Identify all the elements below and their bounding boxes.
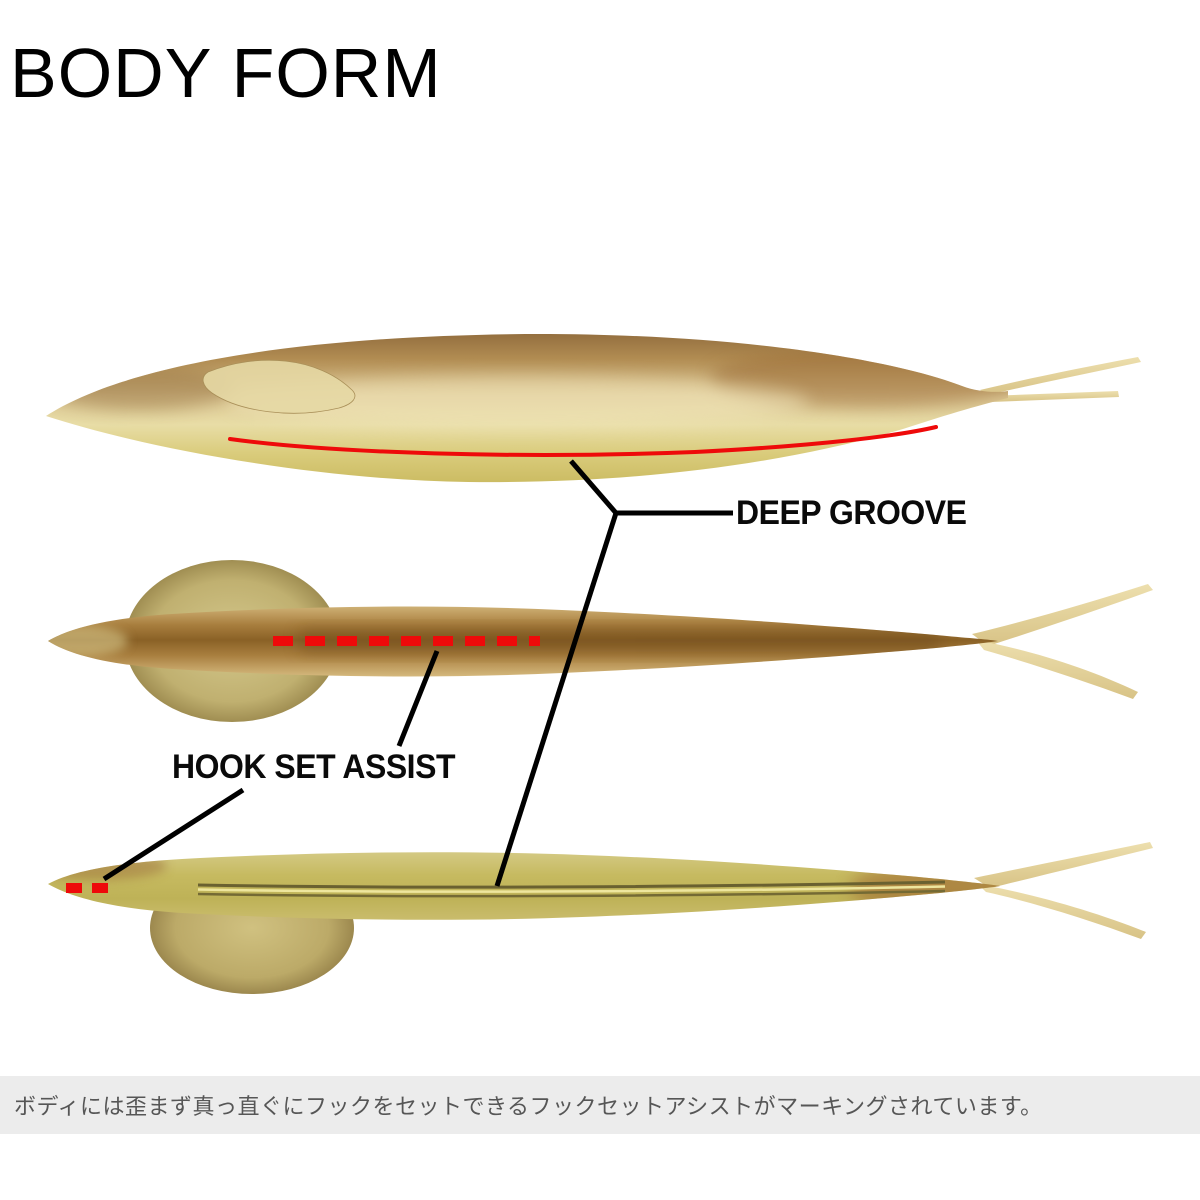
lure-top-view-image — [48, 560, 1153, 722]
lure-side-pectoral-fin — [202, 359, 356, 414]
lure-side-tail-upper — [980, 357, 1141, 395]
callout-line-deep-groove-lower — [494, 512, 619, 887]
callout-lines — [102, 459, 733, 887]
lure-bottom-view-image — [48, 842, 1153, 994]
lure-side-tail-lower — [986, 391, 1119, 402]
lure-bottom-tail-upper — [974, 842, 1153, 888]
lure-bottom-tail-lower — [978, 884, 1146, 939]
footer-note: ボディには歪まず真っ直ぐにフックをセットできるフックセットアシストがマーキングさ… — [14, 1094, 1043, 1119]
footer-bar: ボディには歪まず真っ直ぐにフックをセットできるフックセットアシストがマーキングさ… — [0, 1076, 1200, 1134]
callout-line-hook-set-upper — [396, 650, 440, 747]
callout-line-hook-set-lower — [102, 787, 245, 882]
deep-groove-line — [228, 425, 938, 457]
lure-bottom-groove-slit — [197, 880, 946, 898]
lure-top-tail-upper — [972, 584, 1153, 646]
lure-top-tail-lower — [976, 640, 1138, 699]
hook-set-assist-label: HOOK SET ASSIST — [172, 748, 455, 786]
page-title: BODY FORM — [10, 34, 442, 112]
lure-side-view-image — [46, 333, 1141, 483]
deep-groove-label: DEEP GROOVE — [736, 494, 967, 532]
